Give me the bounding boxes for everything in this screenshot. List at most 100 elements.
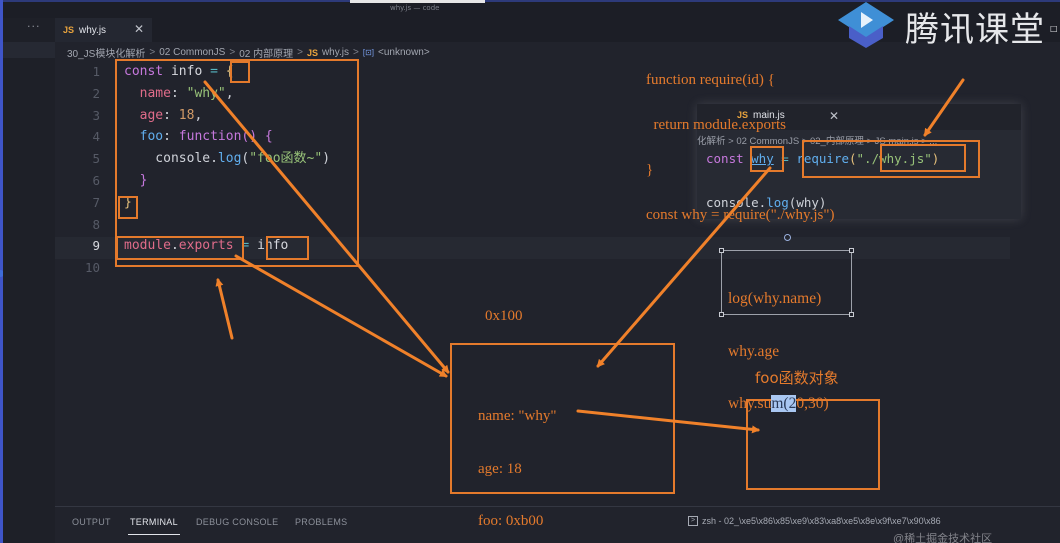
require-line: return module.exports bbox=[646, 117, 786, 133]
code-line[interactable]: } bbox=[124, 192, 330, 214]
code-token: : bbox=[163, 129, 179, 145]
code-token: 18 bbox=[178, 107, 195, 123]
code-token: log bbox=[766, 195, 789, 210]
code-token: why bbox=[751, 151, 774, 166]
js-file-icon: JS bbox=[63, 25, 75, 35]
resize-handle[interactable] bbox=[849, 312, 854, 317]
tab-why-js[interactable]: JS why.js ✕ bbox=[55, 18, 152, 42]
code-token: name bbox=[124, 85, 171, 101]
annotation-box-close-brace bbox=[118, 196, 138, 219]
tab-debug-console[interactable]: DEBUG CONSOLE bbox=[196, 517, 279, 527]
foo-function-label: foo函数对象 bbox=[755, 369, 839, 387]
terminal-icon: > bbox=[688, 516, 698, 526]
code-line[interactable]: age: 18, bbox=[124, 105, 330, 127]
title-bar-accent bbox=[0, 0, 1060, 2]
resize-handle[interactable] bbox=[0, 270, 4, 277]
breadcrumb-item[interactable]: 02 内部原理 bbox=[239, 49, 294, 60]
code-token: { bbox=[225, 64, 234, 79]
sidebar-strip bbox=[3, 42, 55, 58]
panel-tab-bar: OUTPUT TERMINAL DEBUG CONSOLE PROBLEMS bbox=[55, 506, 1060, 543]
code-token: "./why.js" bbox=[856, 151, 932, 166]
tab-label: why.js bbox=[79, 24, 107, 36]
line-number: 8 bbox=[92, 216, 100, 232]
window-title: why.js — code bbox=[390, 4, 440, 12]
breadcrumb-separator: > bbox=[149, 47, 156, 58]
resize-handle[interactable] bbox=[849, 248, 854, 253]
code-line[interactable]: } bbox=[124, 170, 330, 192]
code-token: = bbox=[773, 151, 797, 166]
symbol-icon: [⊡] bbox=[362, 48, 374, 57]
tencent-classroom-logo-icon bbox=[838, 2, 894, 48]
more-actions-icon[interactable]: ··· bbox=[27, 20, 41, 33]
object-field: age: 18 bbox=[478, 460, 522, 477]
require-annotation: function require(id) { return module.exp… bbox=[646, 43, 834, 238]
code-token: const bbox=[706, 151, 752, 166]
code-token: info bbox=[170, 64, 203, 79]
textbox-line: log(why.name) bbox=[728, 290, 822, 307]
breadcrumb-item[interactable]: 30_JS模块化解析 bbox=[67, 49, 146, 60]
code-token: : bbox=[170, 85, 187, 101]
breadcrumb-file[interactable]: why.js bbox=[321, 47, 349, 58]
code-token: require bbox=[796, 151, 849, 166]
close-icon[interactable]: ✕ bbox=[133, 22, 144, 36]
main-js-line-1[interactable]: const why = require("./why.js") bbox=[706, 151, 939, 166]
code-token: ) bbox=[931, 151, 940, 166]
line-number: 10 bbox=[84, 260, 100, 276]
tab-terminal[interactable]: TERMINAL bbox=[128, 517, 180, 535]
annotation-box-module-exports bbox=[116, 236, 244, 260]
arrow-pointing-exports bbox=[215, 278, 234, 340]
foo-function-box bbox=[746, 399, 880, 490]
title-bar: why.js — code bbox=[0, 0, 1060, 18]
js-file-icon: JS bbox=[737, 110, 749, 120]
annotation-box-open-brace bbox=[230, 61, 250, 83]
resize-handle[interactable] bbox=[719, 312, 724, 317]
terminal-selector[interactable]: > zsh - 02_\xe5\x86\x85\xe9\x83\xa8\xe5\… bbox=[688, 516, 941, 526]
object-field: name: "why" bbox=[478, 408, 557, 424]
textbox-text: 0,30) bbox=[796, 395, 829, 412]
line-number: 6 bbox=[92, 172, 100, 188]
code-token: module bbox=[124, 238, 171, 254]
rotate-handle[interactable] bbox=[784, 234, 791, 241]
code-line[interactable]: const info = { bbox=[124, 61, 330, 83]
object-field: foo: 0xb00 bbox=[478, 513, 544, 529]
code-token: . bbox=[170, 238, 179, 254]
address-label: 0x100 bbox=[485, 308, 523, 324]
tab-problems[interactable]: PROBLEMS bbox=[295, 517, 348, 527]
js-file-icon: JS bbox=[306, 47, 318, 58]
text-annotation-box[interactable]: log(why.name) why.age why.sum(20,30) bbox=[719, 248, 854, 412]
tab-output[interactable]: OUTPUT bbox=[72, 517, 111, 527]
annotation-box-path bbox=[880, 144, 966, 172]
close-icon[interactable]: ✕ bbox=[829, 109, 840, 123]
title-bar-highlight bbox=[350, 0, 485, 3]
breadcrumb-separator: > bbox=[229, 47, 236, 58]
annotation-box-require bbox=[802, 140, 980, 178]
annotation-box-info bbox=[266, 236, 309, 260]
textbox-text: why.su bbox=[728, 395, 772, 412]
object-fields: name: "why" age: 18 foo: 0xb00 bbox=[478, 373, 556, 543]
require-line: } bbox=[646, 162, 654, 178]
code-token: console. bbox=[124, 151, 218, 167]
editor-tab-bar: JS why.js ✕ bbox=[55, 18, 1060, 42]
require-line: const why = require("./why.js") bbox=[646, 207, 835, 223]
code-token: ( bbox=[849, 151, 857, 166]
line-number: 2 bbox=[92, 85, 100, 101]
code-token: } bbox=[124, 194, 132, 210]
textbox-line: why.sum(20,30) bbox=[728, 395, 829, 413]
breadcrumb-symbol[interactable]: <unknown> bbox=[378, 47, 430, 58]
code-token: , bbox=[194, 107, 203, 123]
resize-handle[interactable] bbox=[719, 248, 724, 253]
sidebar: ··· bbox=[3, 18, 55, 543]
breadcrumb-item[interactable]: 02 CommonJS bbox=[159, 47, 226, 58]
logo-text: 腾讯课堂 bbox=[905, 10, 1045, 50]
breadcrumb-separator: > bbox=[297, 47, 303, 58]
logo-suffix: □ bbox=[1050, 24, 1058, 33]
line-number: 5 bbox=[92, 151, 100, 167]
code-token: : bbox=[163, 107, 179, 123]
line-number: 1 bbox=[92, 64, 100, 79]
line-number: 4 bbox=[92, 129, 100, 145]
terminal-name: zsh - 02_\xe5\x86\x85\xe9\x83\xa8\xe5\x8… bbox=[702, 516, 941, 526]
code-token: age bbox=[124, 107, 164, 123]
code-token: = bbox=[202, 64, 226, 79]
